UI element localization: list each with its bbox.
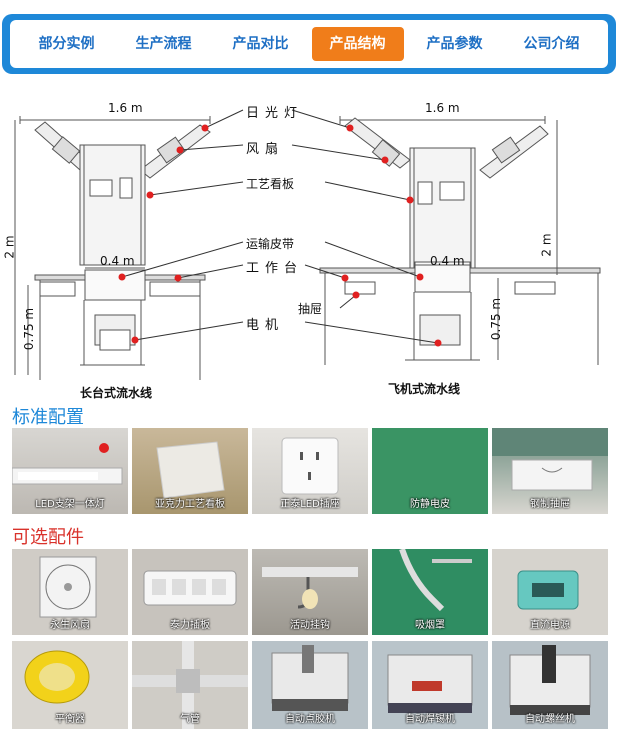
tile-hook: 活动挂钩 [252, 549, 368, 635]
tile-fan: 永生风扇 [12, 549, 128, 635]
label-belt: 运输皮带 [246, 237, 295, 251]
power-strip-icon [143, 570, 237, 606]
tile-label: 吸烟罩 [415, 620, 445, 631]
air-pipe-icon [132, 641, 248, 729]
tile-solder-machine: 自动焊锡机 [372, 641, 488, 729]
tile-label: 防静电皮 [410, 499, 450, 510]
tile-label: 平衡器 [55, 714, 85, 725]
top-nav: 部分实例 生产流程 产品对比 产品结构 产品参数 公司介绍 [2, 0, 618, 78]
tile-fume-hood: 吸烟罩 [372, 549, 488, 635]
tile-glue-machine: 自动点胶机 [252, 641, 368, 729]
socket-icon [281, 437, 339, 495]
nav-item-compare[interactable]: 产品对比 [232, 36, 289, 52]
dim-left-width: 1.6 m [108, 101, 143, 115]
tile-label: 直流电源 [530, 620, 570, 631]
drawer-icon [492, 428, 608, 491]
tile-antistatic-mat: 防静电皮 [372, 428, 488, 514]
tile-label: 亚克力工艺看板 [155, 499, 225, 510]
caption-long-table: 长台式流水线 [80, 386, 153, 400]
standard-config-title: 标准配置 [12, 407, 84, 428]
tile-air-pipe: 气管 [132, 641, 248, 729]
dim-left-table-height: 0.75 m [22, 307, 37, 351]
nav-item-process[interactable]: 生产流程 [135, 36, 192, 52]
tile-label: 自动螺丝机 [525, 714, 575, 725]
dim-right-table-height: 0.75 m [489, 297, 504, 341]
antistatic-mat-icon [372, 428, 488, 514]
label-drawer: 抽屉 [298, 302, 323, 316]
dim-right-height: 2 m [539, 233, 554, 257]
tile-socket: 正泰LED插座 [252, 428, 368, 514]
acrylic-board-icon [156, 441, 225, 499]
tile-label: 自动点胶机 [285, 714, 335, 725]
tile-drawer: 钢制抽屉 [492, 428, 608, 514]
tile-screw-machine: 自动螺丝机 [492, 641, 608, 729]
label-fan: 风扇 [246, 142, 285, 157]
nav-item-params[interactable]: 产品参数 [426, 36, 483, 52]
nav-bar: 部分实例 生产流程 产品对比 产品结构 产品参数 公司介绍 [10, 20, 608, 68]
label-board: 工艺看板 [246, 177, 295, 191]
optional-parts-title: 可选配件 [12, 527, 84, 548]
tile-balancer: 平衡器 [12, 641, 128, 729]
glue-machine-icon [271, 645, 349, 711]
label-table: 工作台 [246, 261, 304, 276]
structure-diagram: 1.6 m 1.6 m 0.4 m 0.4 m 2 m 2 m 0.75 m 0… [0, 90, 620, 400]
label-motor: 电机 [246, 318, 285, 333]
nav-item-company[interactable]: 公司介绍 [523, 36, 580, 52]
tile-label: 永生风扇 [50, 620, 90, 631]
balancer-icon [24, 650, 90, 704]
tile-label: 钢制抽屉 [530, 499, 570, 510]
dim-right-belt: 0.4 m [430, 254, 465, 268]
caption-airplane: 飞机式流水线 [388, 382, 461, 396]
screw-machine-icon [509, 645, 591, 715]
nav-item-examples[interactable]: 部分实例 [38, 36, 95, 52]
dc-power-icon [517, 570, 579, 610]
tile-label: 自动焊锡机 [405, 714, 455, 725]
nav-item-structure[interactable]: 产品结构 [311, 27, 404, 61]
tile-acrylic-board: 亚克力工艺看板 [132, 428, 248, 514]
tile-label: 活动挂钩 [290, 620, 330, 631]
dim-left-height: 2 m [2, 235, 17, 259]
solder-machine-icon [387, 654, 473, 713]
structure-drawing [14, 109, 601, 380]
tile-label: 正泰LED插座 [280, 499, 340, 510]
fan-icon [39, 556, 97, 618]
fume-hood-icon [399, 549, 472, 612]
tile-power-strip: 泰力插板 [132, 549, 248, 635]
tile-label: 气管 [180, 714, 200, 725]
hook-icon [262, 567, 358, 609]
label-light: 日光灯 [246, 106, 304, 121]
tile-dc-power: 直流电源 [492, 549, 608, 635]
dim-right-width: 1.6 m [425, 101, 460, 115]
dim-left-belt: 0.4 m [100, 254, 135, 268]
led-lamp-icon [12, 443, 123, 485]
tile-label: LED支架一体灯 [35, 499, 105, 510]
tile-led-lamp: LED支架一体灯 [12, 428, 128, 514]
tile-label: 泰力插板 [170, 620, 210, 631]
